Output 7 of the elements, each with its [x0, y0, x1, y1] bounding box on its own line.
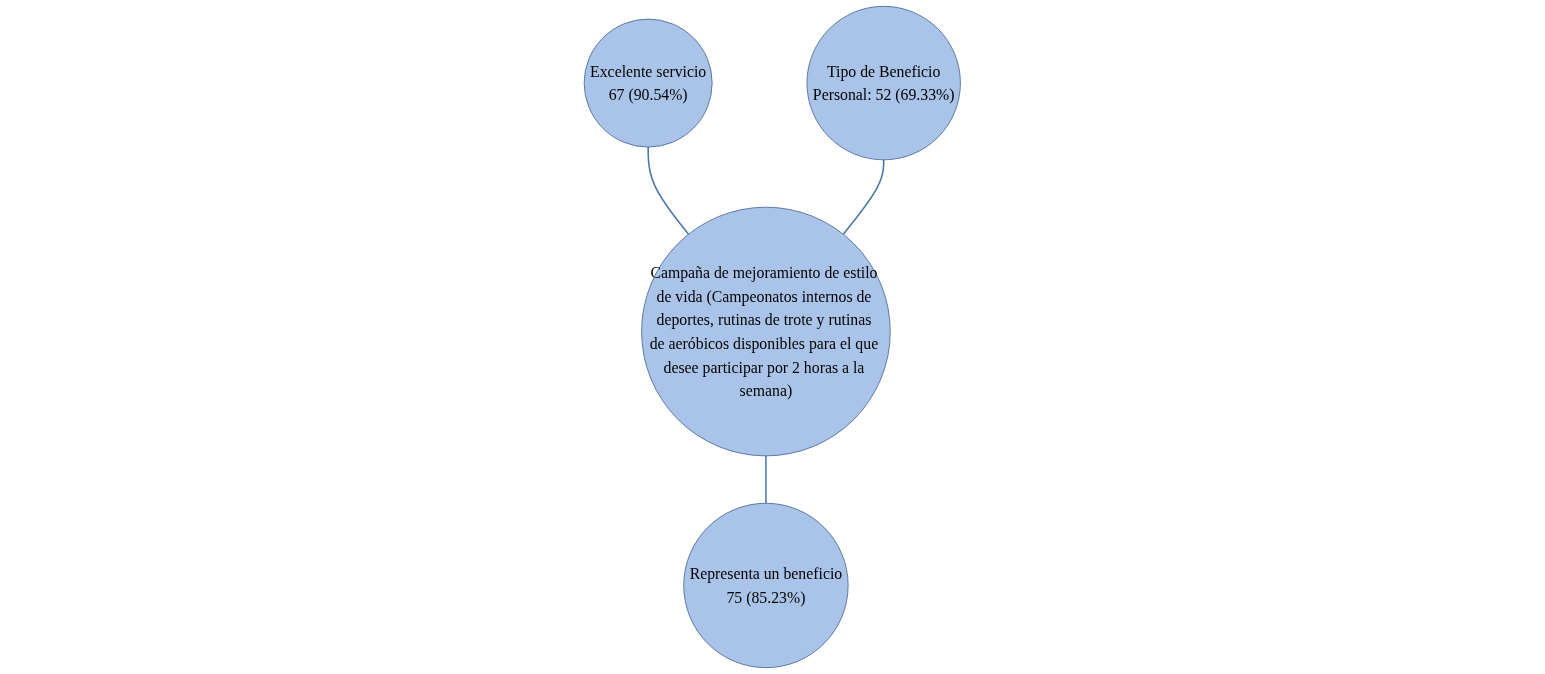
node-circle: Excelente servicio 67 (90.54%)	[583, 18, 713, 148]
node-circle: Representa un beneficio 75 (85.23%)	[683, 502, 849, 669]
connector	[647, 146, 690, 235]
node-circle: Tipo de Beneficio Personal: 52 (69.33%)	[806, 5, 962, 161]
connector	[765, 455, 767, 505]
connector	[842, 159, 885, 235]
node-circle: Campaña de mejoramiento de estilo de vida (Campeonatos internos de deportes, rutinas de trote y rutinas de aeróbicos disponibles para el que desee participar por 2 horas a la semana)	[641, 206, 891, 457]
